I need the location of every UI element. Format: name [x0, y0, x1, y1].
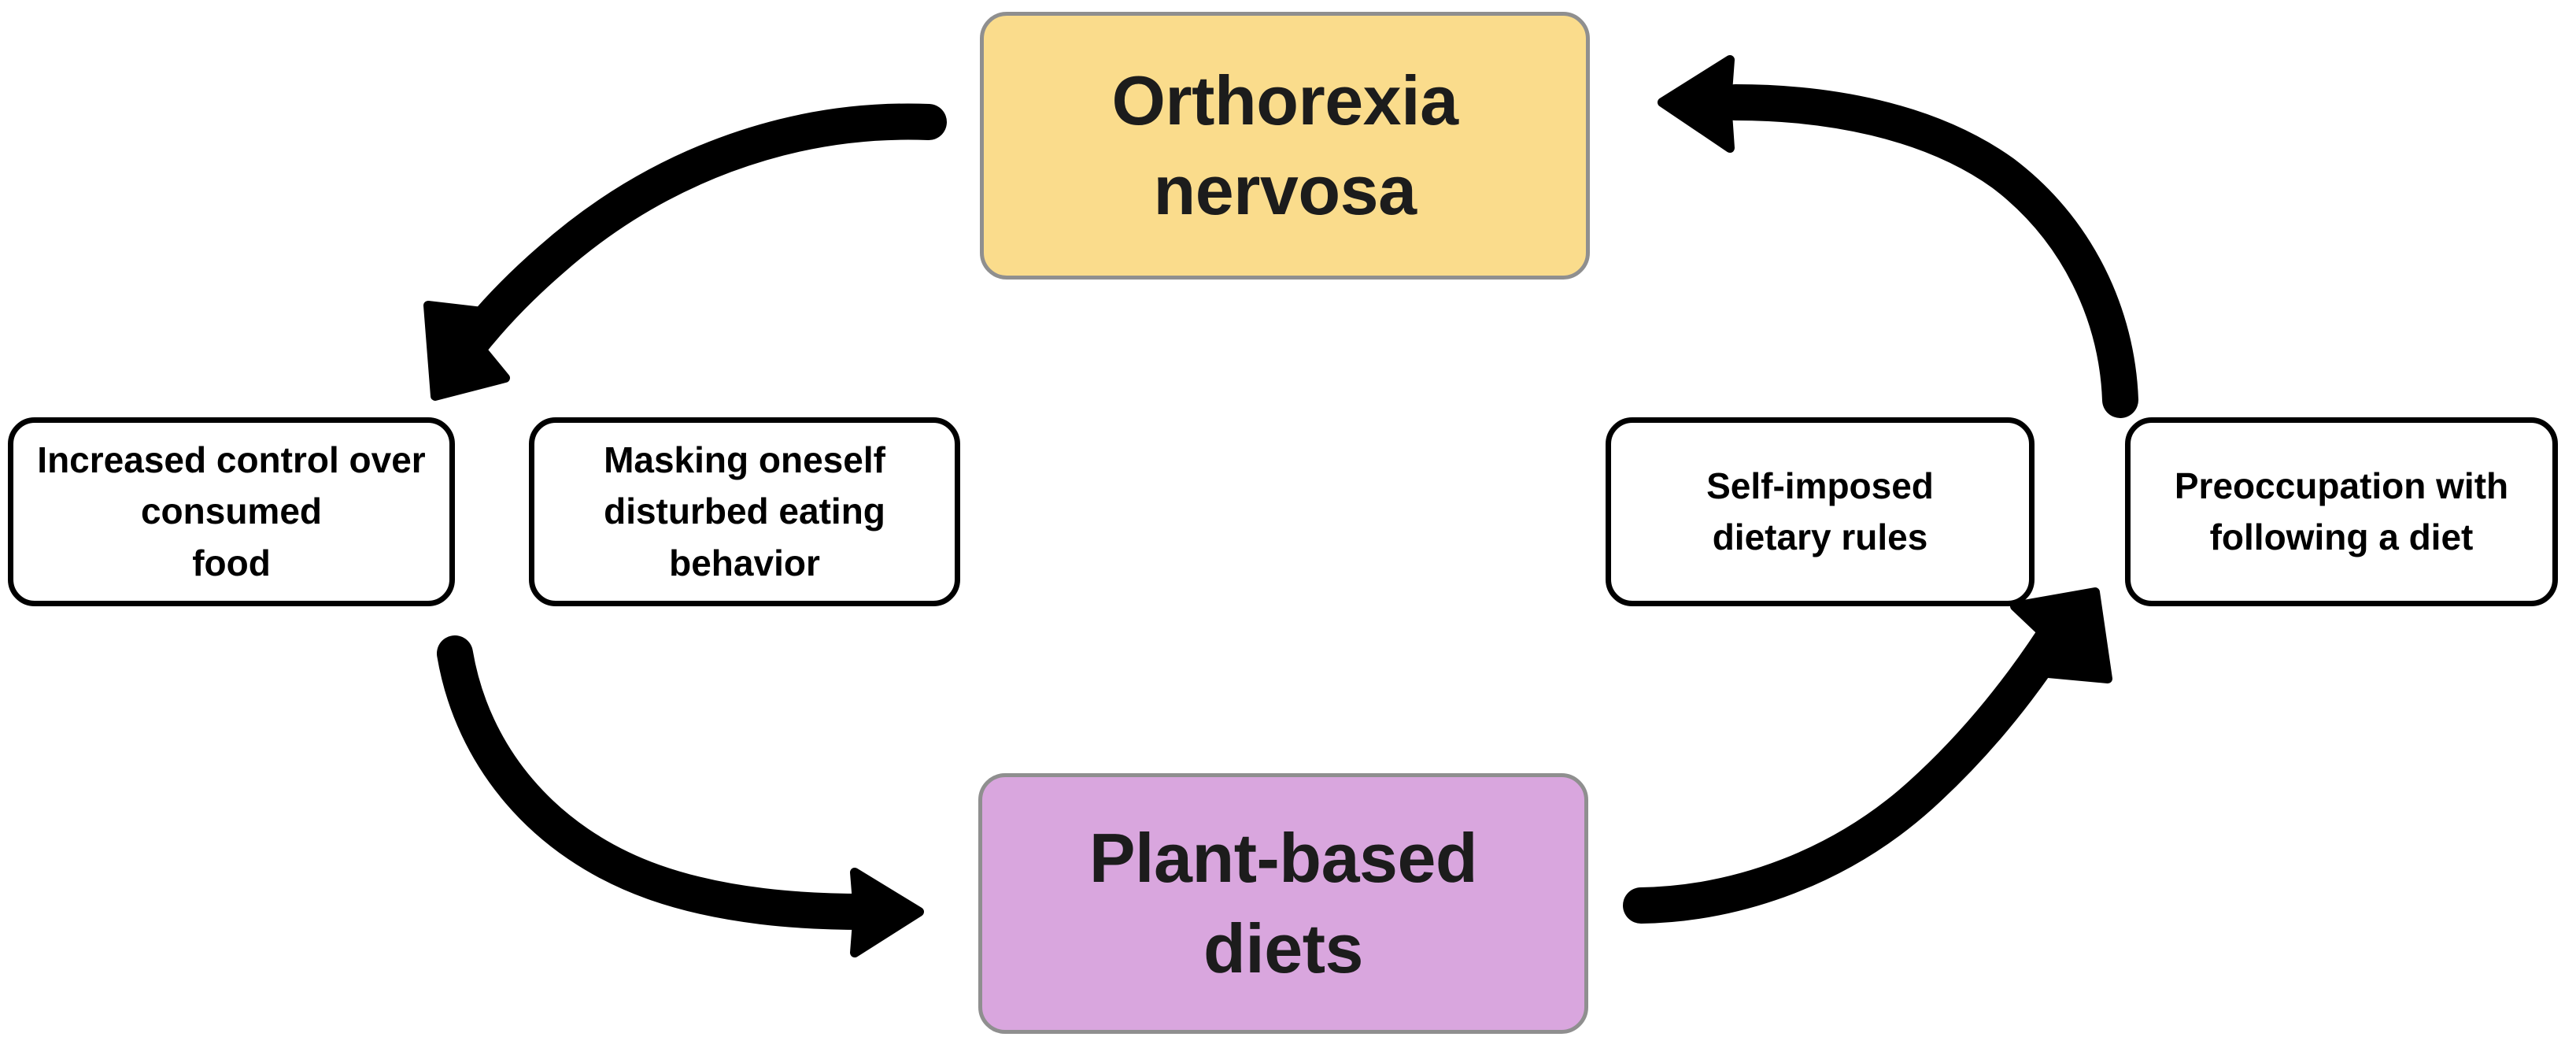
- node-preoccupation-with-following-a-diet[interactable]: Preoccupation with following a diet: [2125, 417, 2558, 606]
- node-increased-control-line2: consumed: [140, 491, 323, 532]
- node-increased-control-label: Increased control over consumed food: [29, 435, 433, 589]
- arrow-top-right: [1658, 55, 2138, 418]
- arrow-top-left: [423, 103, 947, 401]
- node-plant-based-label: Plant-based diets: [1074, 813, 1493, 994]
- node-orthorexia-label: Orthorexia nervosa: [1096, 56, 1473, 236]
- node-increased-control-line3: food: [192, 542, 271, 583]
- node-self-imposed-rules-line2: dietary rules: [1712, 517, 1928, 557]
- node-increased-control[interactable]: Increased control over consumed food: [8, 417, 455, 606]
- node-masking-oneself[interactable]: Masking oneself disturbed eating behavio…: [529, 417, 960, 606]
- arrow-bottom-left: [437, 635, 924, 957]
- node-orthorexia-line2: nervosa: [1153, 151, 1417, 229]
- node-preoccupation-label: Preoccupation with following a diet: [2167, 461, 2516, 564]
- node-self-imposed-rules-label: Self-imposed dietary rules: [1698, 461, 1942, 564]
- node-masking-oneself-label: Masking oneself disturbed eating behavio…: [596, 435, 893, 589]
- node-masking-oneself-line3: behavior: [669, 542, 820, 583]
- arrow-bottom-right: [1623, 587, 2112, 924]
- node-preoccupation-line1: Preoccupation with: [2174, 465, 2509, 506]
- node-masking-oneself-line2: disturbed eating: [604, 491, 885, 532]
- node-self-imposed-dietary-rules[interactable]: Self-imposed dietary rules: [1606, 417, 2035, 606]
- node-plant-based-line2: diets: [1203, 909, 1363, 987]
- node-preoccupation-line2: following a diet: [2209, 517, 2474, 557]
- node-plant-based-diets[interactable]: Plant-based diets: [978, 773, 1588, 1034]
- node-orthorexia-nervosa[interactable]: Orthorexia nervosa: [980, 12, 1590, 280]
- node-self-imposed-rules-line1: Self-imposed: [1706, 465, 1934, 506]
- node-plant-based-line1: Plant-based: [1088, 819, 1478, 898]
- node-orthorexia-line1: Orthorexia: [1111, 61, 1458, 139]
- node-increased-control-line1: Increased control over: [37, 439, 426, 481]
- node-masking-oneself-line1: Masking oneself: [604, 439, 885, 481]
